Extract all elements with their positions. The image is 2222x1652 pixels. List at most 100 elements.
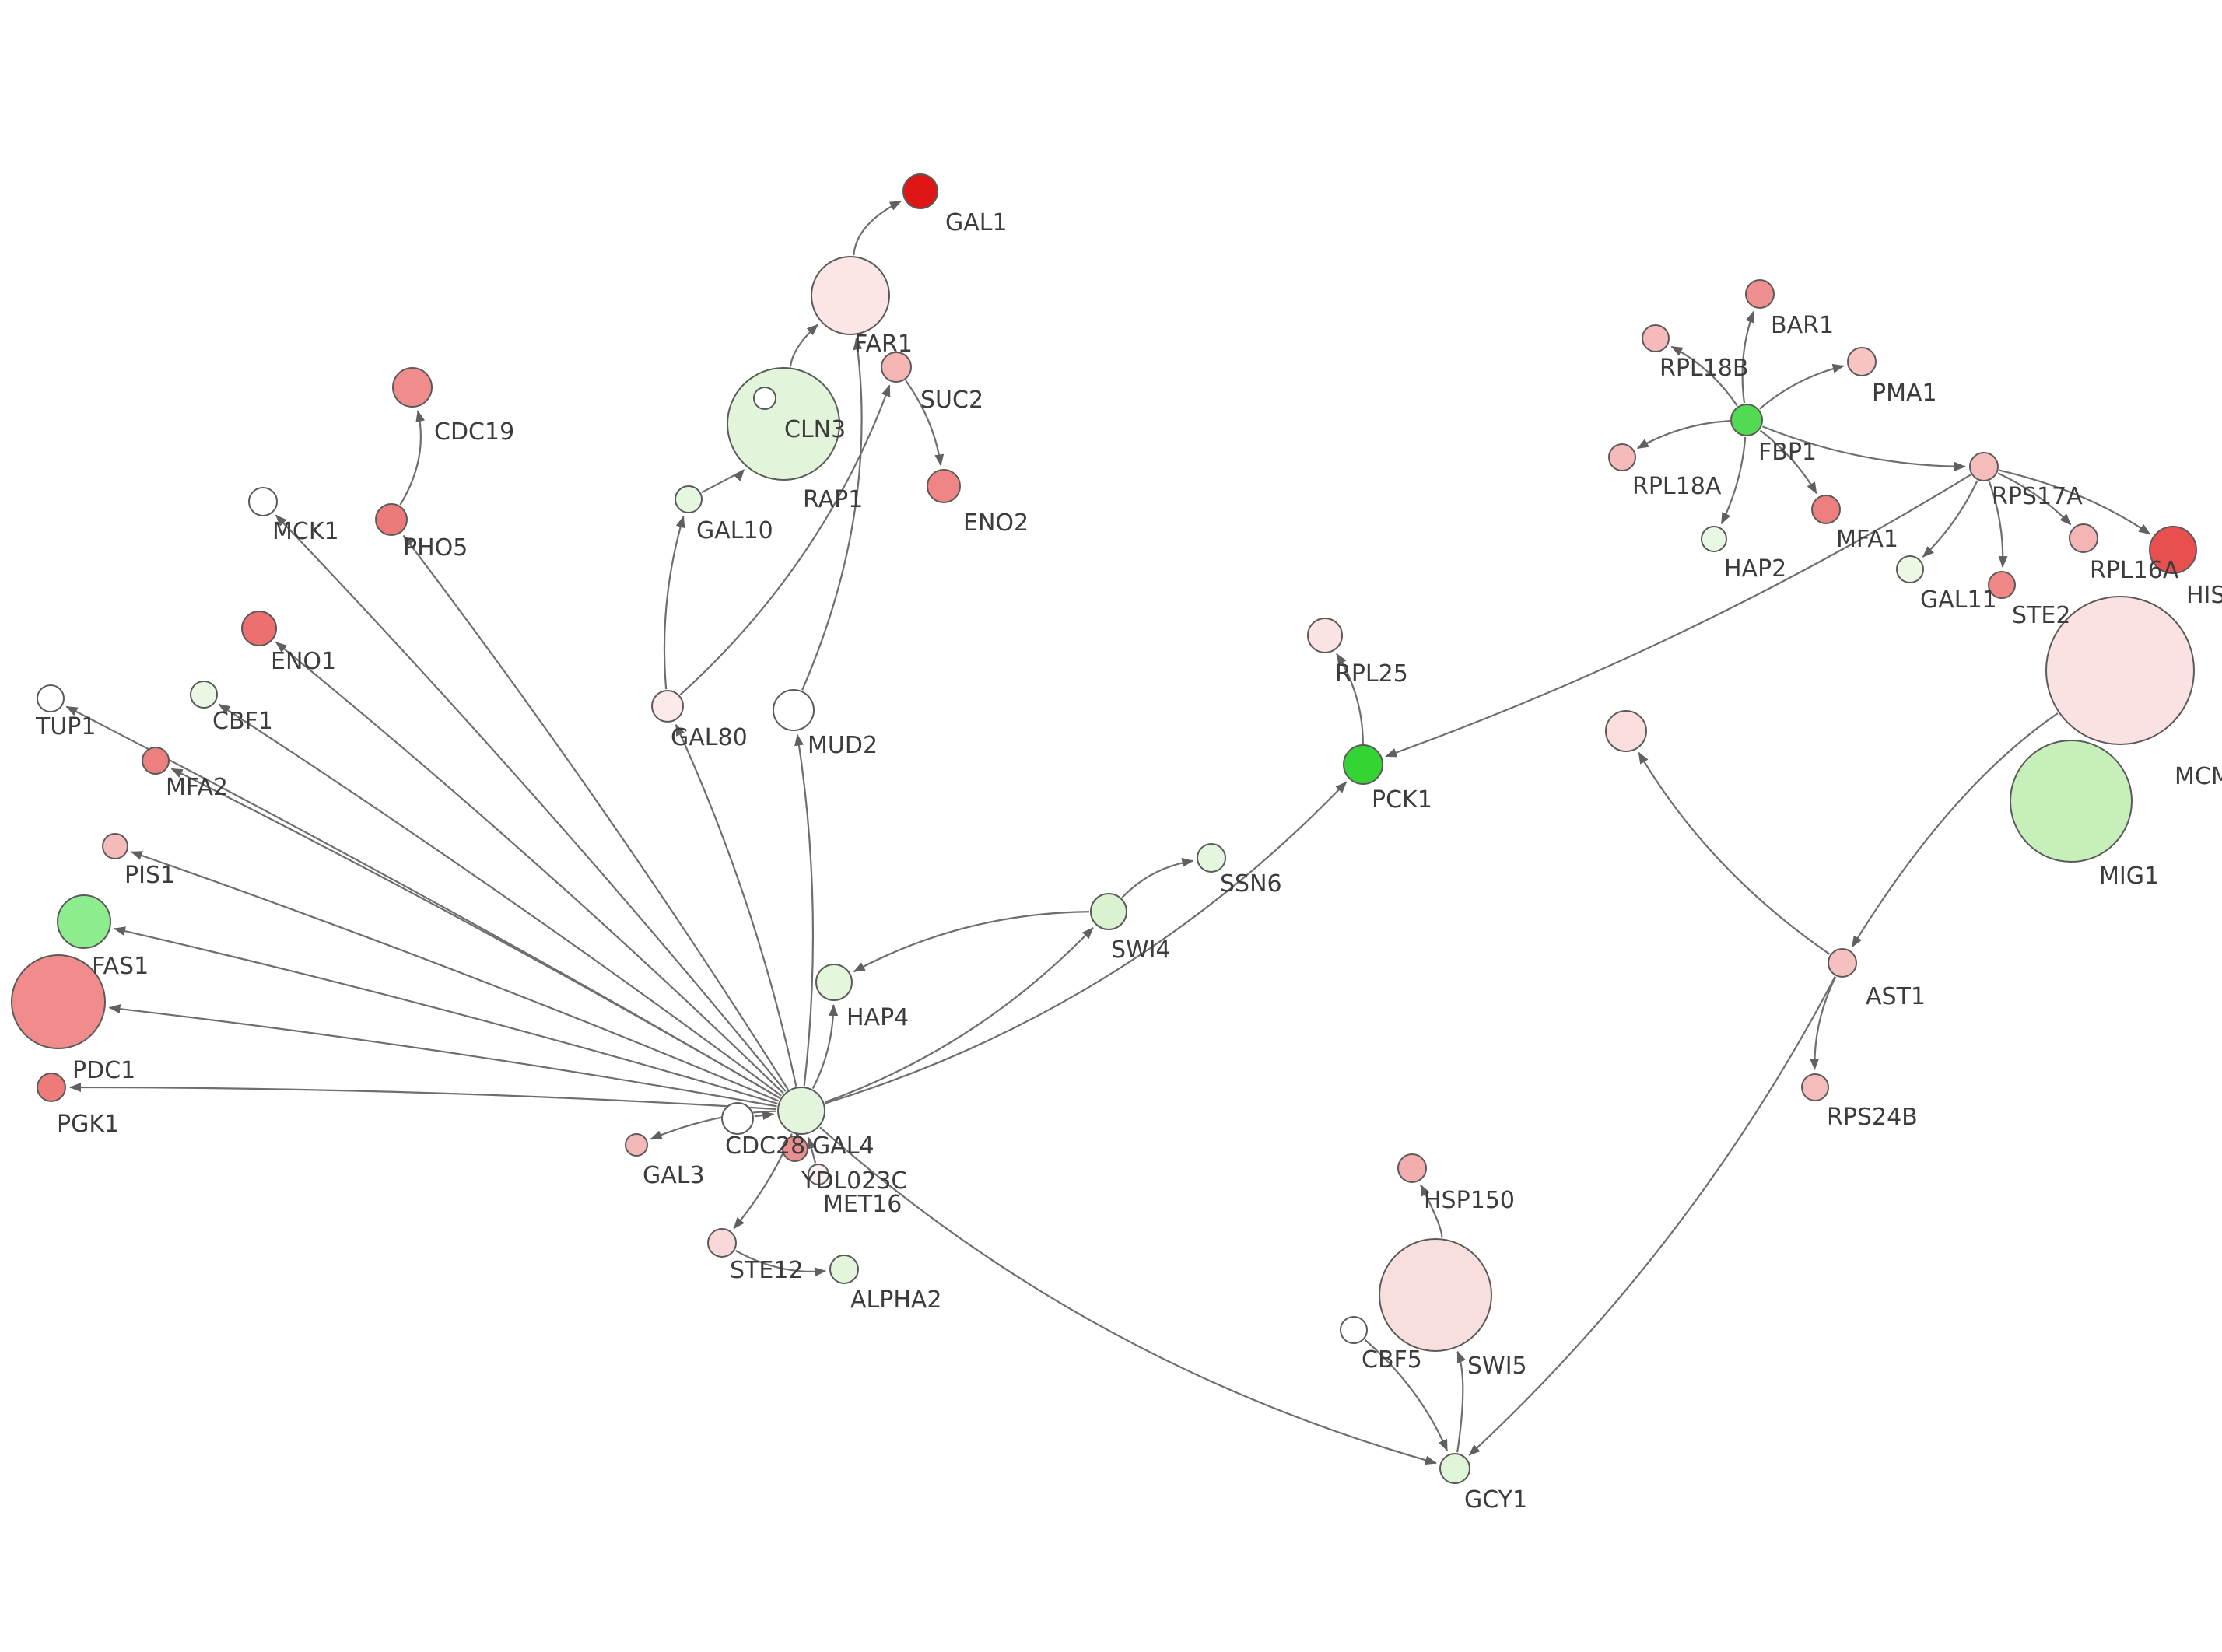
edge-fbp1-rpl18b[interactable]: [1670, 345, 1738, 407]
node-pis1[interactable]: [102, 833, 128, 859]
edge-fbp1-rpl18a[interactable]: [1637, 420, 1730, 450]
edge-gal80-gal10[interactable]: [663, 516, 685, 690]
node-rpl16a[interactable]: [2069, 523, 2098, 553]
node-cdc28[interactable]: [721, 1102, 754, 1135]
node-met16[interactable]: [808, 1164, 829, 1185]
node-gal4[interactable]: [777, 1087, 825, 1135]
edge-mcm1-ast1[interactable]: [1851, 712, 2059, 948]
node-alpha2[interactable]: [829, 1255, 859, 1284]
node-tup1[interactable]: [37, 684, 65, 712]
edge-cdc28-gal4[interactable]: [754, 1111, 775, 1121]
node-rpl18a[interactable]: [1608, 443, 1636, 471]
edge-pck1-rpl25[interactable]: [1336, 653, 1364, 744]
edge-gal4-gcy1[interactable]: [819, 1126, 1437, 1465]
node-cbf1[interactable]: [190, 681, 218, 709]
node-suc2[interactable]: [881, 352, 912, 383]
edge-gal4-mck1[interactable]: [275, 514, 787, 1092]
edge-gal4-pdc1[interactable]: [108, 1004, 777, 1108]
node-fbp1[interactable]: [1730, 404, 1763, 436]
node-rap1[interactable]: [753, 387, 776, 410]
node-rps17a[interactable]: [1969, 452, 1999, 481]
node-swi4[interactable]: [1090, 893, 1127, 930]
edge-swi4-ssn6[interactable]: [1121, 858, 1194, 898]
node-mig1[interactable]: [2010, 740, 2133, 863]
node-ydl023c[interactable]: [782, 1136, 808, 1162]
edge-ste12-alpha2[interactable]: [734, 1249, 827, 1277]
node-ssn6[interactable]: [1197, 843, 1226, 873]
edge-gal4-eno1[interactable]: [275, 641, 784, 1094]
edge-swi5-hsp150[interactable]: [1420, 1184, 1443, 1238]
node-gal10[interactable]: [675, 485, 703, 513]
edge-gal4-mfa2[interactable]: [170, 768, 780, 1099]
node-hap4[interactable]: [815, 964, 853, 1001]
edge-gal10-cln3[interactable]: [701, 469, 745, 494]
node-mfa1[interactable]: [1811, 495, 1841, 524]
node-mud2[interactable]: [773, 689, 815, 731]
edge-met16-gal4[interactable]: [807, 1136, 817, 1164]
edge-cbf5-gcy1[interactable]: [1364, 1339, 1449, 1451]
node-rpl18b[interactable]: [1642, 324, 1670, 352]
node-his4[interactable]: [2149, 526, 2197, 574]
edge-gal4-mud2[interactable]: [794, 733, 815, 1087]
edge-gcy1-swi5[interactable]: [1456, 1350, 1467, 1453]
node-eno1[interactable]: [241, 611, 277, 646]
edge-gal4-pho5[interactable]: [402, 534, 789, 1090]
node-rps24b[interactable]: [1801, 1073, 1829, 1101]
node-eno2[interactable]: [927, 469, 961, 503]
node-fas1[interactable]: [57, 894, 111, 949]
node-mcm1[interactable]: [2045, 596, 2195, 745]
edge-gal4-swi4[interactable]: [824, 927, 1094, 1104]
edge-gal4-gal80[interactable]: [675, 723, 797, 1087]
node-pma1[interactable]: [1847, 347, 1877, 376]
node-hsp150[interactable]: [1397, 1153, 1427, 1183]
edge-mud2-far1[interactable]: [801, 338, 863, 691]
node-mck1[interactable]: [248, 487, 278, 516]
node-unlabeled1[interactable]: [1605, 710, 1647, 752]
node-pho5[interactable]: [375, 503, 408, 536]
edge-gal4-hap4[interactable]: [811, 1003, 839, 1090]
edge-fbp1-mfa1[interactable]: [1759, 429, 1817, 495]
node-pdc1[interactable]: [11, 954, 106, 1049]
node-hap2[interactable]: [1701, 526, 1727, 552]
node-pck1[interactable]: [1343, 744, 1383, 785]
edge-gal4-cbf1[interactable]: [218, 703, 782, 1097]
edge-far1-gal1[interactable]: [853, 200, 902, 256]
edge-cln3-far1[interactable]: [789, 324, 819, 367]
node-cdc19[interactable]: [392, 367, 433, 408]
edge-gal80-suc2[interactable]: [679, 384, 891, 696]
node-mfa2[interactable]: [142, 747, 170, 775]
edge-rps17a-ste2[interactable]: [1988, 481, 2008, 569]
edge-gal4-pck1[interactable]: [825, 781, 1348, 1104]
edge-gal4-pgk1[interactable]: [69, 1083, 777, 1111]
node-gal80[interactable]: [651, 690, 684, 723]
edge-gal4-fas1[interactable]: [114, 926, 778, 1104]
node-cbf5[interactable]: [1340, 1316, 1368, 1344]
edge-fbp1-bar1[interactable]: [1741, 310, 1754, 404]
node-gal1[interactable]: [902, 173, 938, 209]
edge-suc2-eno2[interactable]: [905, 380, 945, 467]
edge-fbp1-pma1[interactable]: [1759, 363, 1845, 410]
edge-ast1-unlabeled1[interactable]: [1638, 751, 1831, 955]
node-gcy1[interactable]: [1439, 1453, 1470, 1484]
node-pgk1[interactable]: [37, 1073, 66, 1102]
node-bar1[interactable]: [1745, 279, 1775, 309]
edge-fbp1-hap2[interactable]: [1720, 436, 1747, 525]
edge-gal4-pis1[interactable]: [130, 851, 779, 1102]
edge-rps17a-rpl16a[interactable]: [1997, 472, 2072, 526]
edge-ast1-gcy1[interactable]: [1468, 976, 1836, 1456]
node-swi5[interactable]: [1379, 1238, 1492, 1352]
node-rpl25[interactable]: [1307, 618, 1343, 653]
node-ste12[interactable]: [707, 1228, 737, 1258]
node-ste2[interactable]: [1988, 571, 2016, 599]
edge-pho5-cdc19[interactable]: [399, 410, 426, 506]
edge-swi4-hap4[interactable]: [853, 911, 1090, 973]
node-far1[interactable]: [811, 256, 890, 335]
edge-ast1-rps24b[interactable]: [1810, 976, 1837, 1071]
edge-rps17a-pck1[interactable]: [1385, 474, 1971, 758]
node-ast1[interactable]: [1828, 948, 1857, 978]
edge-rps17a-his4[interactable]: [1999, 469, 2151, 535]
node-gal11[interactable]: [1896, 555, 1924, 583]
node-gal3[interactable]: [625, 1133, 648, 1157]
